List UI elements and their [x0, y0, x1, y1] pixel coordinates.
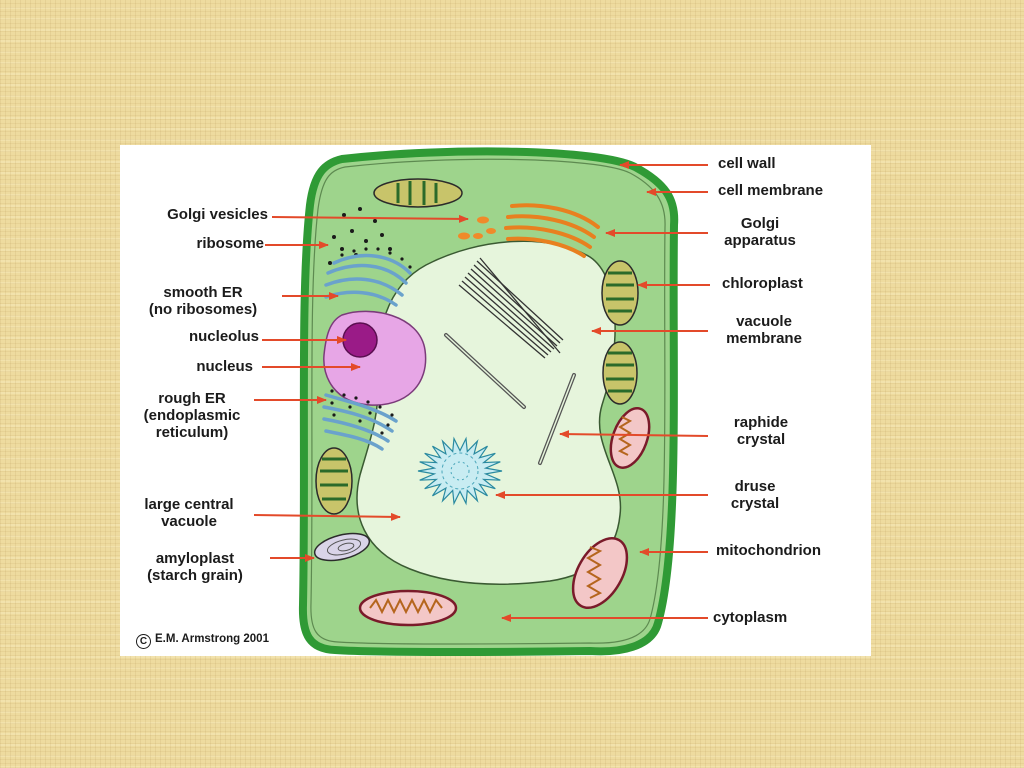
label-ribosome: ribosome	[196, 235, 264, 252]
mitochondrion-bottom	[358, 589, 458, 627]
chloroplast-left	[315, 447, 353, 515]
label-arrows-right	[495, 161, 710, 622]
nucleolus	[342, 322, 378, 358]
chloroplast-right-1	[601, 260, 639, 326]
label-nucleolus: nucleolus	[188, 328, 259, 345]
label-golgi-apparatus: Golgi apparatus	[724, 215, 796, 249]
label-druse-crystal: druse crystal	[730, 478, 780, 512]
label-vacuole-membrane: vacuole membrane	[726, 313, 802, 347]
chloroplast-top	[373, 178, 463, 208]
nucleus	[323, 310, 427, 406]
mitochondrion-right-2	[571, 537, 629, 609]
label-amyloplast: amyloplast (starch grain)	[147, 550, 243, 584]
rough-er-ribosomes	[330, 389, 394, 435]
label-cell-membrane: cell membrane	[718, 182, 824, 199]
label-arrows-left	[253, 214, 469, 562]
copyright-notice: C E.M. Armstrong 2001	[136, 633, 269, 649]
mitochondrion-right-1	[609, 407, 651, 469]
copyright-text: E.M. Armstrong 2001	[155, 633, 269, 645]
label-chloroplast: chloroplast	[722, 275, 803, 292]
chloroplast-right-2	[602, 341, 638, 405]
label-nucleus: nucleus	[196, 358, 253, 375]
plant-cell-diagram	[253, 147, 710, 656]
druse-crystal	[417, 436, 503, 506]
copyright-icon: C	[136, 634, 151, 649]
golgi-vesicles	[458, 216, 496, 240]
label-golgi-vesicles: Golgi vesicles	[167, 206, 268, 223]
rough-er	[322, 393, 398, 451]
smooth-er-dots	[340, 247, 412, 269]
label-cytoplasm: cytoplasm	[713, 609, 788, 626]
label-cell-wall: cell wall	[718, 155, 776, 172]
label-mitochondrion: mitochondrion	[716, 542, 821, 559]
label-rough-er: rough ER (endoplasmic reticulum)	[143, 390, 241, 441]
raphide-crystal	[538, 373, 576, 465]
raphide-crystal-bundle	[458, 257, 564, 359]
label-large-central-vacuole: large central vacuole	[144, 496, 234, 530]
arrow-golgi-vesicles	[271, 214, 469, 223]
diagram-panel: Golgi vesicles ribosome smooth ER (no ri…	[120, 145, 871, 656]
arrow-raphide-crystal	[559, 430, 709, 439]
label-raphide-crystal: raphide crystal	[733, 414, 789, 448]
raphide-crystal-long	[444, 333, 526, 409]
amyloplast	[313, 532, 371, 562]
label-smooth-er: smooth ER (no ribosomes)	[148, 284, 258, 318]
golgi-apparatus	[504, 203, 600, 258]
arrow-large-central-vacuole	[253, 512, 401, 521]
cell-membrane	[310, 158, 666, 645]
